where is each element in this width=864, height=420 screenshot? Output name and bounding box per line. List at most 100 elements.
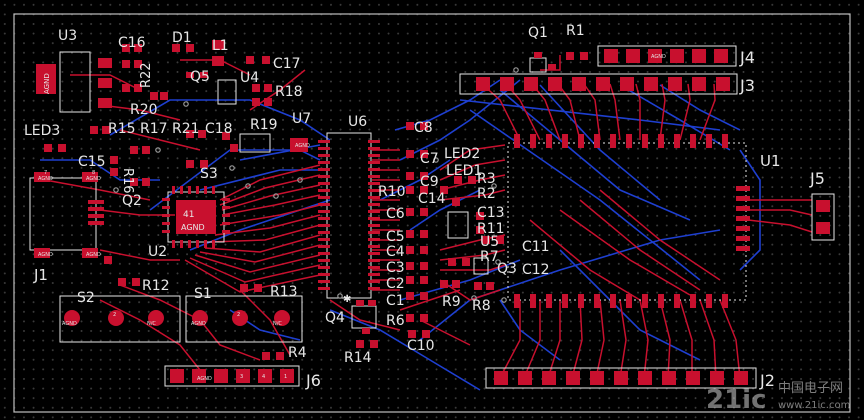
label-s1: S1 <box>194 286 212 302</box>
label-q2: Q2 <box>122 193 142 209</box>
s2-switch[interactable] <box>59 295 181 343</box>
label-u6: U6 <box>348 114 367 130</box>
label-r16: R16 <box>120 168 135 194</box>
s1-switch[interactable] <box>185 295 303 343</box>
label-j5: J5 <box>809 169 825 188</box>
vias <box>113 67 519 303</box>
label-c2: C2 <box>386 276 405 292</box>
label-c13: C13 <box>477 205 505 221</box>
u2-chip[interactable] <box>162 186 230 248</box>
j3-header[interactable] <box>459 73 738 95</box>
pad-agnd-j1-top-left: AGND <box>38 176 53 182</box>
label-u7: U7 <box>292 111 311 127</box>
pad-agnd-u3: AGND <box>43 73 51 94</box>
pad-agnd-u7: AGND <box>295 143 310 149</box>
label-u1: U1 <box>760 152 781 170</box>
label-q4: Q4 <box>325 310 345 326</box>
j4-header[interactable] <box>597 45 737 67</box>
u1-module[interactable] <box>507 134 750 308</box>
silkscreen-labels: U3 C16 D1 L1 C17 R22 Q5 U4 R18 R20 LED3 … <box>24 23 825 390</box>
j5-connector[interactable] <box>811 193 835 241</box>
label-r12: R12 <box>142 278 170 294</box>
j1-usb-connector[interactable] <box>29 172 104 258</box>
label-r4: R4 <box>288 345 307 361</box>
pad-agnd-s1: AGND <box>191 321 206 327</box>
pad-agnd-j1-bottom-right: AGND <box>86 252 101 258</box>
label-r3: R3 <box>477 171 496 187</box>
j2-header[interactable] <box>485 367 757 389</box>
label-u5: U5 <box>480 234 499 250</box>
pad-agnd-j1-bottom-left: AGND <box>38 252 53 258</box>
label-r13: R13 <box>270 284 298 300</box>
label-c8: C8 <box>414 120 433 136</box>
label-c14: C14 <box>418 191 446 207</box>
label-r7: R7 <box>480 249 499 265</box>
label-c15: C15 <box>78 154 106 170</box>
label-r15: R15 <box>108 121 136 137</box>
pad-agnd-j4: AGND <box>651 54 666 60</box>
pad-net-labels: AGND 41 AGND AGND AGND AGND AGND AGND 7 … <box>38 54 666 382</box>
watermark-logo: 21ic <box>706 385 767 415</box>
label-r1: R1 <box>566 23 585 39</box>
label-l1: L1 <box>212 38 229 54</box>
label-u2: U2 <box>148 244 167 260</box>
label-q1: Q1 <box>528 25 548 41</box>
label-c17: C17 <box>273 56 301 72</box>
pad-agnd-u2: AGND <box>181 223 205 232</box>
label-c9: C9 <box>420 174 439 190</box>
label-s2: S2 <box>77 290 95 306</box>
label-led3: LED3 <box>24 123 60 139</box>
label-c10: C10 <box>407 338 435 354</box>
pad-num-j6-4: 4 <box>262 374 265 380</box>
label-r20: R20 <box>130 102 158 118</box>
label-c3: C3 <box>386 260 405 276</box>
watermark-url: www.21ic.com <box>778 400 850 411</box>
label-c11: C11 <box>522 239 550 255</box>
label-r9: R9 <box>442 294 461 310</box>
board-outline <box>13 13 851 413</box>
label-j2: J2 <box>759 371 775 390</box>
label-led2: LED2 <box>444 146 480 162</box>
smd-passives <box>44 40 588 360</box>
pad-num-s2-2: 2 <box>113 312 116 318</box>
pad-u2-number: 41 <box>183 210 194 220</box>
label-r2: R2 <box>477 186 496 202</box>
u3-chip[interactable] <box>36 51 112 113</box>
label-c16: C16 <box>118 35 146 51</box>
pad-num-8: 8 <box>92 170 95 176</box>
label-c12: C12 <box>522 262 550 278</box>
label-u4: U4 <box>240 70 259 86</box>
svg-text:✱: ✱ <box>343 294 351 305</box>
pad-num-j6-3: 3 <box>240 374 243 380</box>
label-r6: R6 <box>386 313 405 329</box>
pad-nc-s1: N/C <box>273 321 282 327</box>
label-c18: C18 <box>205 121 233 137</box>
label-j6: J6 <box>305 371 321 390</box>
label-r14: R14 <box>344 350 372 366</box>
label-r10: R10 <box>378 184 406 200</box>
label-r22: R22 <box>139 62 154 88</box>
label-r11: R11 <box>477 221 505 237</box>
pad-num-7: 7 <box>44 170 47 176</box>
label-c5: C5 <box>386 229 405 245</box>
label-r8: R8 <box>472 298 491 314</box>
label-r17: R17 <box>140 121 168 137</box>
j6-header[interactable] <box>164 365 300 387</box>
label-r21: R21 <box>172 121 200 137</box>
pad-nc-s2: N/C <box>147 321 156 327</box>
label-c6: C6 <box>386 206 405 222</box>
label-c7: C7 <box>420 151 439 167</box>
pad-agnd-s2: AGND <box>62 321 77 327</box>
label-q5: Q5 <box>190 69 210 85</box>
label-c4: C4 <box>386 244 405 260</box>
label-led1: LED1 <box>446 163 482 179</box>
pad-agnd-j1-top-right: AGND <box>86 176 101 182</box>
label-c1: C1 <box>386 293 405 309</box>
label-s3: S3 <box>200 166 218 182</box>
label-q3: Q3 <box>497 261 517 277</box>
watermark-cn: 中国电子网 <box>778 381 843 396</box>
u6-chip[interactable]: ✱ <box>318 132 380 305</box>
label-j4: J4 <box>739 48 755 67</box>
